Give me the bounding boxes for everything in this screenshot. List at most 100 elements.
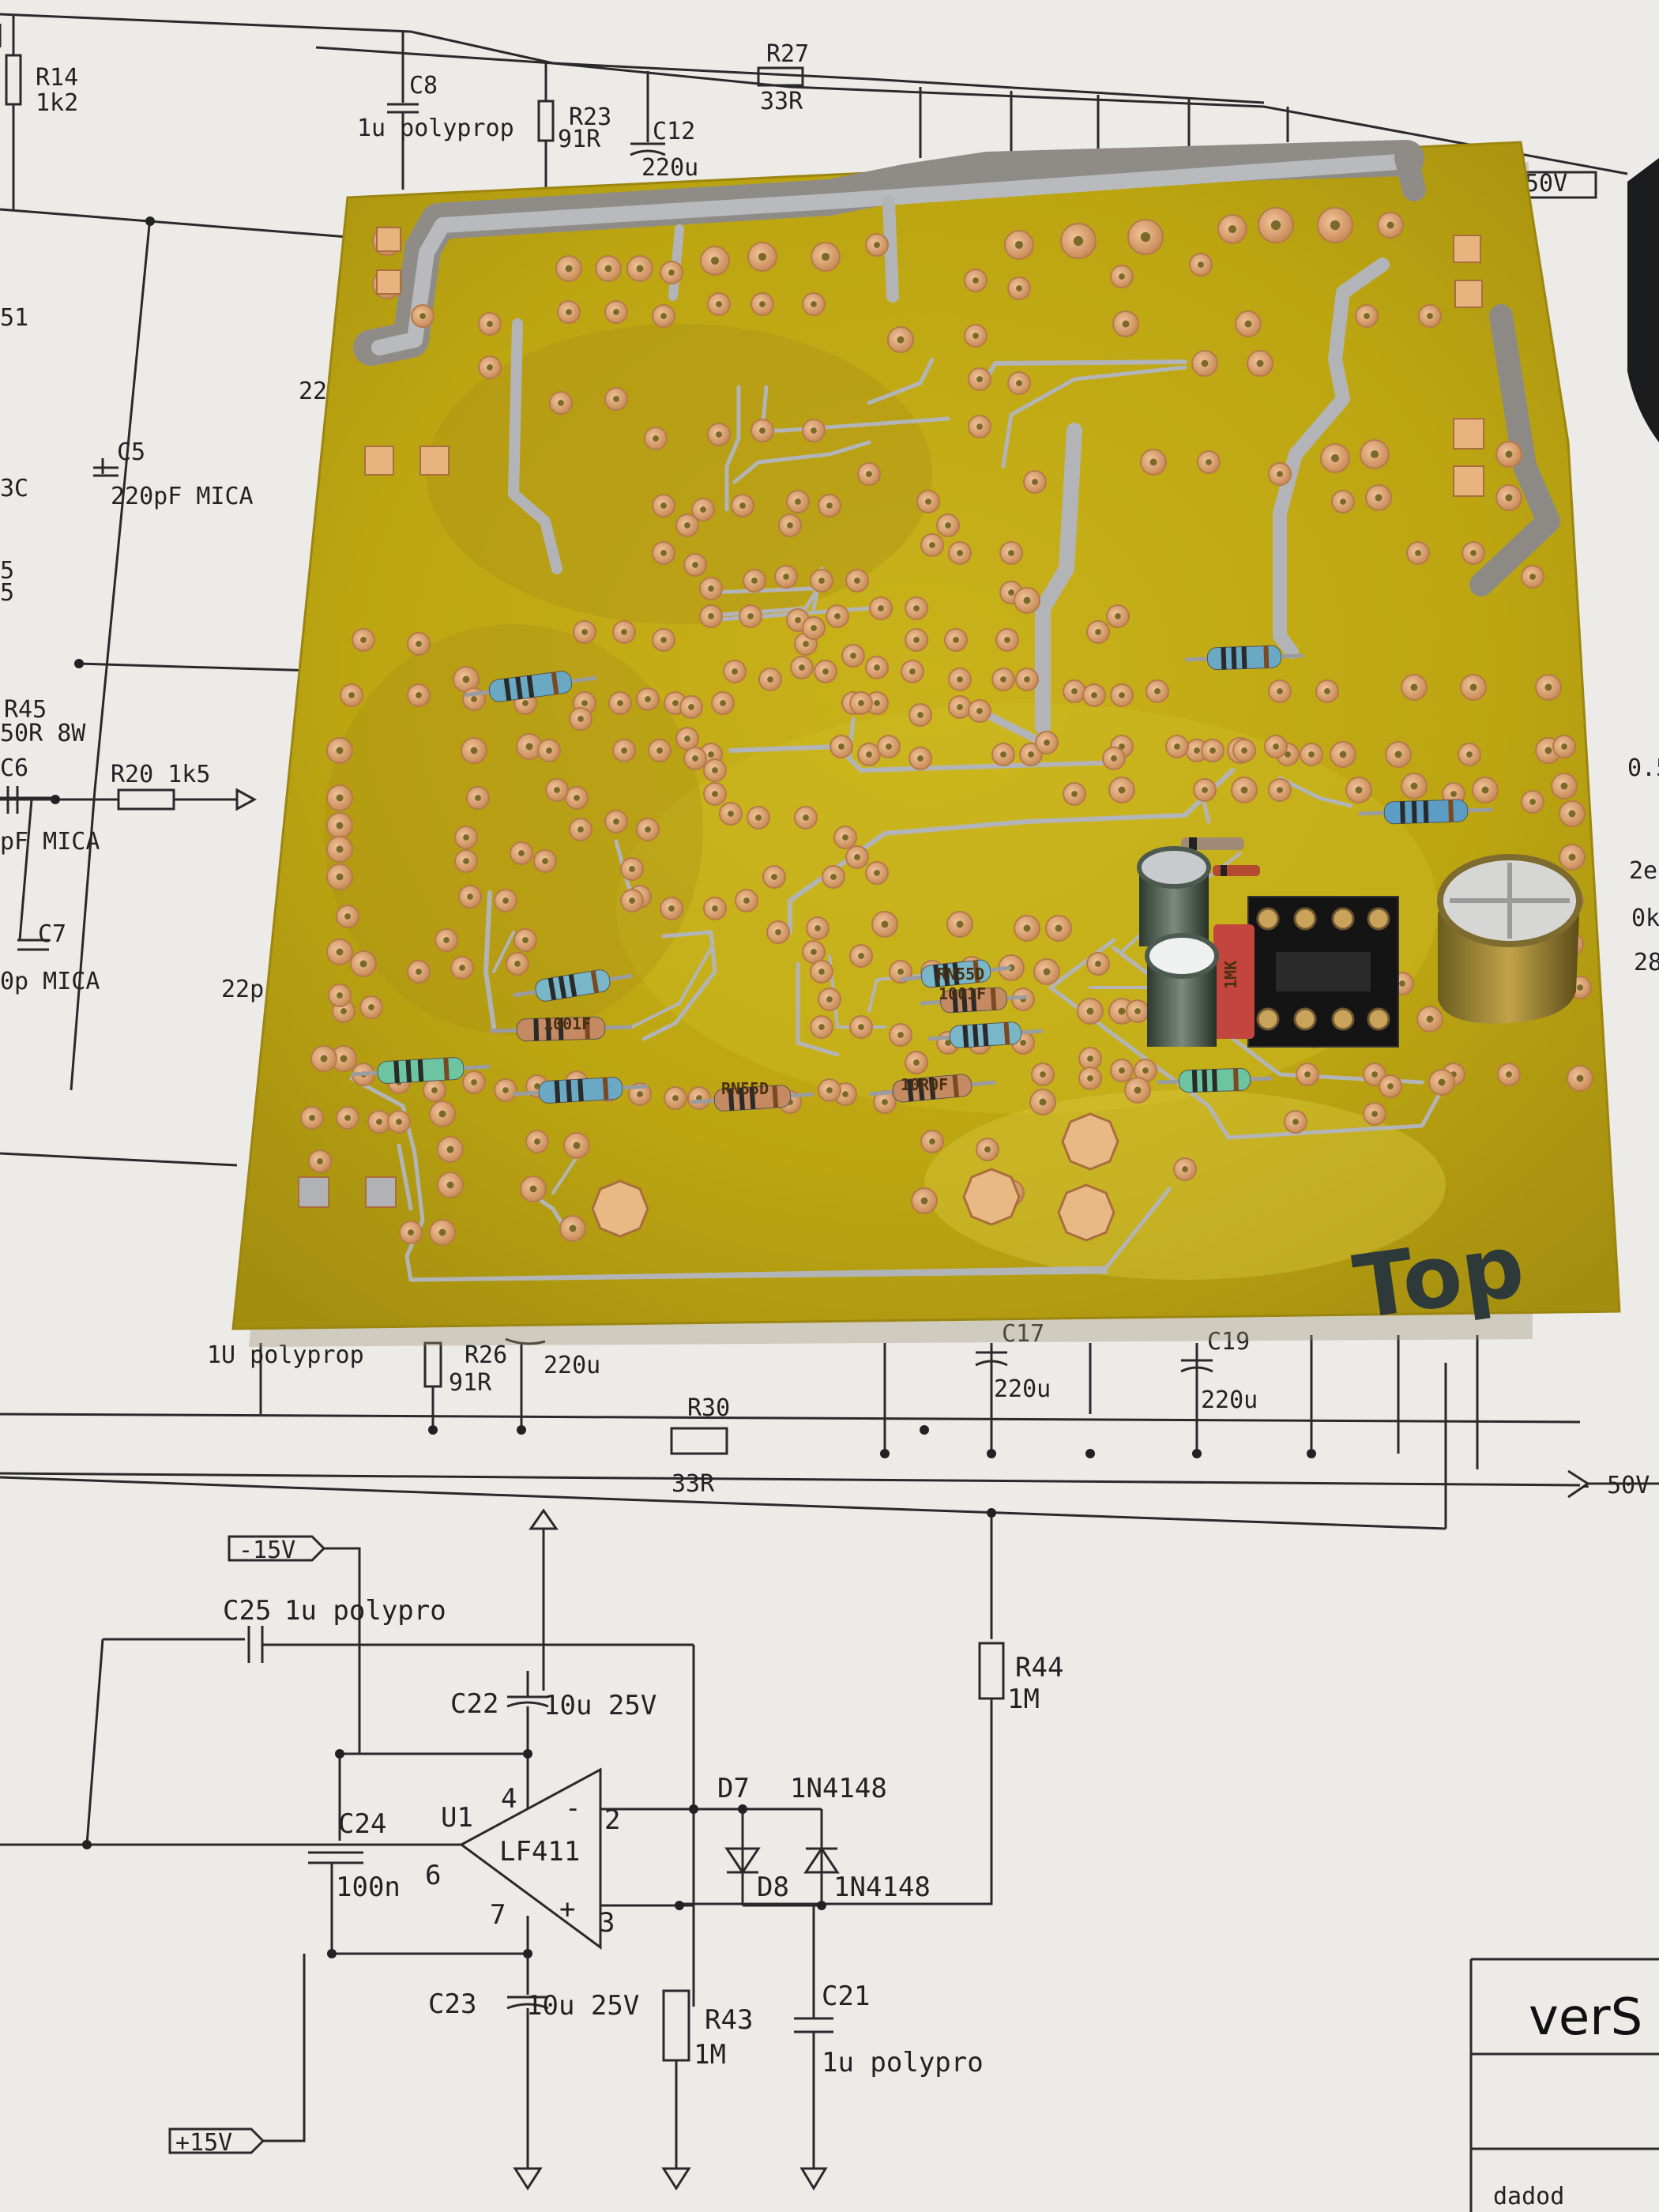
pcb-pad-hole (1014, 240, 1024, 250)
pcb-pad-hole (1256, 359, 1264, 367)
edge-2e: 2e (1629, 857, 1657, 885)
pcb-pad-hole (1118, 786, 1126, 794)
c22-value: 10u 25V (544, 1690, 656, 1721)
pcb-pad-hole (1241, 747, 1247, 754)
pcb-pad-hole (897, 969, 904, 975)
res-code-d: RN55D (937, 965, 984, 984)
pcb-pad-hole (920, 1197, 928, 1205)
pcb-pad-hole (909, 668, 916, 675)
pcb-pad-hole (1023, 924, 1031, 932)
c12-value: 220u (641, 154, 698, 182)
pcb-pad-hole (787, 522, 793, 529)
pcb-pad-hole (976, 376, 983, 382)
c5-value: 220pF MICA (111, 483, 254, 510)
pcb-pad-hole (957, 550, 963, 556)
pin-6: 6 (425, 1860, 441, 1891)
pcb-pad-hole (419, 313, 426, 319)
pcb-pad-hole (795, 617, 801, 623)
pcb-pad-hole (566, 309, 572, 315)
schematic-labels: R14 1k2 C8 1u polyprop R23 91R C12 220u … (0, 40, 1659, 2210)
pcb-pad-hole (803, 641, 809, 647)
pcb-pad-hole (1399, 980, 1405, 987)
square-pads (298, 227, 1484, 1208)
pcb-pad-hole (502, 1087, 509, 1093)
c17-label: C17 (1002, 1320, 1044, 1348)
pcb-pad-hole (712, 767, 718, 773)
pcb-pad-hole (487, 364, 493, 371)
pcb-pad-hole (1198, 261, 1204, 268)
d7-value: 1N4148 (790, 1773, 887, 1804)
pcb-pad-hole (866, 751, 872, 758)
pcb-pad-hole (1370, 450, 1379, 459)
pcb-pad-hole (1426, 1015, 1434, 1023)
pcb-pad-hole (1576, 1074, 1584, 1082)
pcb-pad-hole (1118, 1007, 1126, 1015)
pcb-pad-hole (1330, 453, 1340, 463)
pcb-pad-hole (1140, 231, 1151, 243)
pcb-pad-hole (1202, 787, 1208, 793)
pcb-pad-hole (1024, 676, 1030, 683)
pin-2: 2 (604, 1804, 620, 1836)
pcb-pad-hole (700, 506, 706, 513)
res-code-e: 10R0F (901, 1075, 948, 1094)
pcb-pad-hole (487, 321, 493, 327)
pcb-pad-hole (317, 1158, 323, 1164)
pcb-pad-hole (1568, 853, 1576, 861)
pcb-pad-hole (1304, 1071, 1311, 1078)
pcb-pad-hole (945, 522, 951, 529)
pcb-pad-hole (581, 700, 588, 706)
pcb-pad-hole (565, 265, 573, 273)
resistor (1358, 799, 1494, 825)
pcb-pad-hole (1004, 637, 1010, 643)
pcb-pad-hole (945, 1040, 951, 1046)
pcb-pad-hole (1561, 743, 1567, 750)
pcb-pad-hole (1470, 550, 1477, 556)
pcb-pad-hole (336, 747, 344, 754)
pcb-pad-hole (653, 435, 659, 442)
pcb-pad-hole (1506, 1071, 1512, 1078)
pcb-pad-hole (1149, 458, 1157, 466)
pcb-pad-hole (1020, 1040, 1026, 1046)
pcb-pad-hole (708, 613, 714, 619)
pcb-pad-hole (712, 791, 718, 797)
pcb-pad-hole (716, 431, 722, 438)
pcb-pad-hole (337, 992, 343, 999)
resistor (900, 959, 1012, 988)
pcb-pad-hole (811, 427, 817, 434)
r27-value: 33R (760, 88, 803, 115)
pcb-pad-hole (459, 965, 465, 971)
pin-7: 7 (490, 1899, 506, 1931)
pcb-pad-hole (668, 905, 675, 912)
pcb-pad-hole (712, 905, 718, 912)
c19-value: 220u (1201, 1386, 1258, 1414)
pcb-pad-hole (874, 700, 880, 706)
pcb-pad-hole (1277, 688, 1283, 694)
pcb-pad-hole (913, 1059, 920, 1066)
pcb-pad-hole (917, 712, 924, 718)
pcb-pad-hole (1040, 1071, 1046, 1078)
pcb-pad-hole (558, 400, 564, 406)
edge-22: 22 (299, 378, 327, 405)
pcb-pad-hole (336, 845, 344, 853)
pcb-pad-hole (574, 795, 580, 801)
pcb-pad-hole (957, 704, 963, 710)
pcb-pad-hole (976, 423, 983, 430)
pcb-pad-hole (672, 1095, 679, 1101)
pcb-pad-hole (1240, 786, 1248, 794)
pcb-pad-hole (1000, 676, 1006, 683)
pcb-pad-hole (1387, 1083, 1394, 1089)
r30-value: 33R (672, 1470, 715, 1498)
pcb-pad-hole (684, 522, 690, 529)
pcb-pad-hole (913, 605, 920, 611)
pcb-pad-hole (866, 471, 872, 477)
minus-input: - (565, 1793, 581, 1824)
u1-label: U1 (441, 1802, 473, 1834)
pcb-pad-hole (874, 242, 880, 248)
pcb-pad-hole (874, 664, 880, 671)
pcb-pad-hole (1000, 751, 1006, 758)
pcb-pad-hole (1206, 459, 1212, 465)
pcb-pad-hole (573, 1142, 581, 1149)
c23-value: 10u 25V (526, 1990, 639, 2022)
pcb-pad-hole (660, 637, 667, 643)
pcb-pad-hole (1115, 613, 1121, 619)
